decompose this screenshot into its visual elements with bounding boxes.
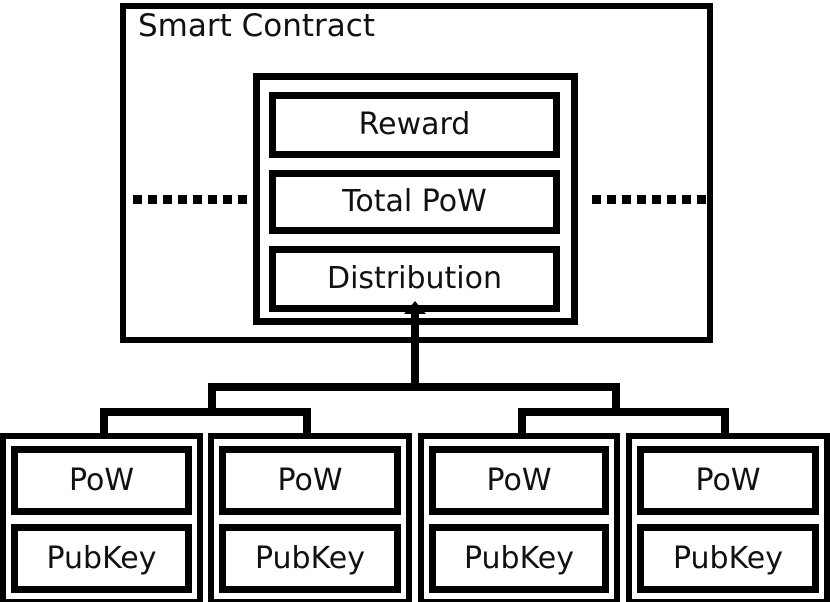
contract-field-total-pow: Total PoW (269, 170, 560, 234)
tree-level2-drop-leaf1 (303, 408, 311, 436)
dot (133, 194, 142, 204)
miner-node-inner: PoW PubKey (11, 444, 192, 594)
miner-node-inner: PoW PubKey (219, 444, 401, 594)
miner-pubkey-label: PubKey (254, 540, 365, 576)
miner-pubkey-cell: PubKey (219, 524, 401, 593)
tree-trunk-line (411, 311, 419, 390)
miner-pow-cell: PoW (219, 446, 401, 515)
dot (682, 194, 691, 204)
miner-pubkey-cell: PubKey (429, 524, 609, 593)
dot (238, 194, 247, 204)
miner-node-1: PoW PubKey (208, 433, 412, 602)
tree-level2-drop-leaf2 (518, 408, 526, 436)
dot (223, 194, 232, 204)
contract-field-label: Distribution (326, 261, 503, 296)
miner-node-3: PoW PubKey (626, 433, 830, 602)
dot (622, 194, 631, 204)
dotted-connector-right (592, 194, 710, 204)
miner-pow-cell: PoW (637, 446, 819, 515)
dot (592, 194, 601, 204)
tree-level1-drop-left (208, 383, 216, 415)
tree-level1-bar (208, 383, 620, 391)
miner-node-2: PoW PubKey (418, 433, 620, 602)
dot (667, 194, 676, 204)
dot (163, 194, 172, 204)
miner-node-0: PoW PubKey (0, 433, 203, 602)
tree-level2-drop-leaf0 (100, 408, 108, 436)
miner-pow-label: PoW (277, 462, 343, 498)
miner-pubkey-label: PubKey (463, 540, 574, 576)
miner-node-inner: PoW PubKey (429, 444, 609, 594)
dot (148, 194, 157, 204)
tree-level2-bar-left (100, 408, 311, 416)
miner-pow-cell: PoW (429, 446, 609, 515)
dot (652, 194, 661, 204)
dot (178, 194, 187, 204)
miner-pubkey-cell: PubKey (637, 524, 819, 593)
miner-pow-label: PoW (68, 462, 135, 498)
submission-arrow-icon (404, 301, 426, 314)
tree-level1-drop-right (612, 383, 620, 415)
contract-field-reward: Reward (269, 92, 560, 158)
dot (208, 194, 217, 204)
tree-level2-bar-right (518, 408, 729, 416)
miner-pubkey-label: PubKey (672, 540, 783, 576)
miner-pubkey-label: PubKey (46, 540, 157, 576)
miner-pubkey-cell: PubKey (11, 524, 192, 593)
miner-pow-label: PoW (695, 462, 761, 498)
tree-level2-drop-leaf3 (721, 408, 729, 436)
dot (193, 194, 202, 204)
miner-pow-cell: PoW (11, 446, 192, 515)
dotted-connector-left (133, 194, 251, 204)
smart-contract-title: Smart Contract (138, 8, 375, 44)
contract-field-label: Total PoW (342, 184, 487, 219)
dot (637, 194, 646, 204)
miner-node-inner: PoW PubKey (637, 444, 819, 594)
contract-field-label: Reward (358, 107, 471, 142)
miner-pow-label: PoW (486, 462, 552, 498)
dot (607, 194, 616, 204)
dot (697, 194, 706, 204)
